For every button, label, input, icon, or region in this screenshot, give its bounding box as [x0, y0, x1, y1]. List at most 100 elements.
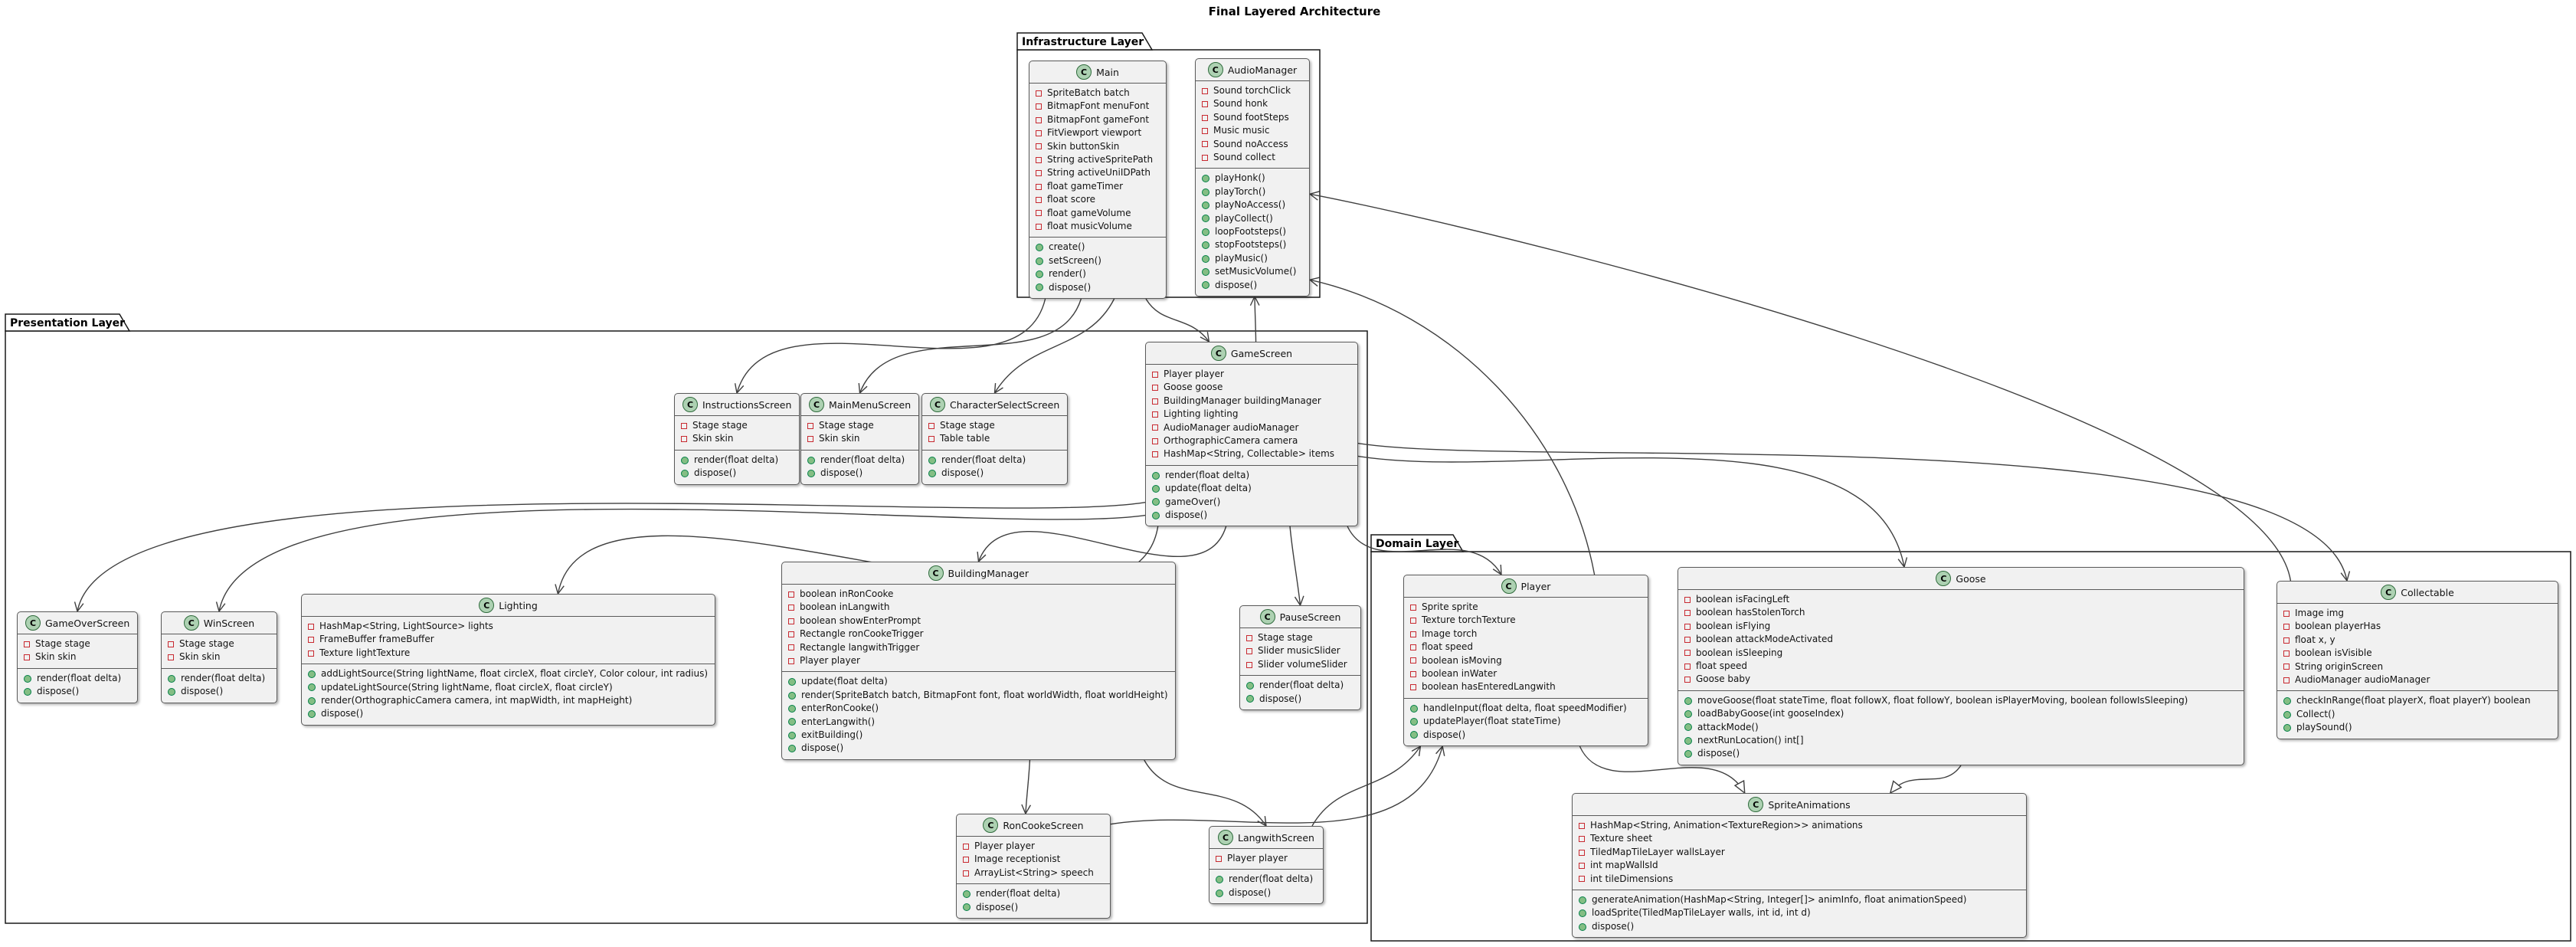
- private-field-icon: [963, 857, 969, 863]
- private-field-icon: [168, 641, 174, 647]
- member-text: String originScreen: [2295, 660, 2384, 672]
- private-field-icon: [963, 843, 969, 850]
- member-text: dispose(): [181, 686, 224, 697]
- attribute: Sprite sprite: [1410, 601, 1641, 614]
- member-text: dispose(): [1215, 279, 1258, 290]
- attribute: HashMap<String, Animation<TextureRegion>…: [1579, 819, 2019, 832]
- member-text: Image receptionist: [974, 854, 1061, 865]
- public-method-icon: [1410, 704, 1418, 713]
- private-field-icon: [681, 436, 687, 443]
- private-field-icon: [1202, 127, 1208, 134]
- method: moveGoose(float stateTime, float followX…: [1684, 694, 2237, 707]
- methods-compartment: render(float delta)dispose(): [922, 449, 1068, 484]
- member-text: boolean isFacingLeft: [1696, 594, 1790, 605]
- private-field-icon: [308, 623, 314, 630]
- attribute: ArrayList<String> speech: [963, 867, 1103, 880]
- methods-compartment: handleInput(float delta, float speedModi…: [1404, 697, 1648, 745]
- method: dispose(): [1036, 281, 1159, 294]
- method: dispose(): [168, 685, 270, 698]
- method: render(): [1036, 267, 1159, 280]
- private-field-icon: [1036, 129, 1042, 136]
- member-text: Goose goose: [1164, 382, 1223, 393]
- member-text: boolean showEnterPrompt: [800, 614, 921, 626]
- edge-Main-GameScreen: [1145, 298, 1210, 343]
- method: dispose(): [24, 685, 130, 698]
- class-name: MainMenuScreen: [829, 398, 912, 411]
- public-method-icon: [1152, 484, 1160, 493]
- public-method-icon: [1202, 175, 1209, 183]
- attribute: Rectangle ronCookeTrigger: [788, 628, 1168, 641]
- member-text: Skin skin: [179, 651, 221, 663]
- attribute: boolean hasStolenTorch: [1684, 606, 2237, 619]
- method: loopFootsteps(): [1202, 225, 1302, 238]
- public-method-icon: [807, 469, 815, 477]
- public-method-icon: [1152, 498, 1160, 506]
- method: addLightSource(String lightName, float c…: [308, 667, 708, 680]
- private-field-icon: [1036, 223, 1042, 230]
- method: updateLightSource(String lightName, floa…: [308, 681, 708, 694]
- method: dispose(): [308, 707, 708, 720]
- attribute: AudioManager audioManager: [1152, 421, 1350, 434]
- method: dispose(): [1152, 509, 1350, 522]
- method: update(float delta): [1152, 482, 1350, 495]
- public-method-icon: [168, 687, 175, 696]
- attribute: float musicVolume: [1036, 220, 1159, 233]
- attribute: Stage stage: [928, 419, 1060, 432]
- public-method-icon: [807, 456, 815, 464]
- member-text: dispose(): [820, 467, 863, 479]
- member-text: enterRonCooke(): [801, 703, 879, 714]
- class-name: GameOverScreen: [45, 617, 130, 629]
- methods-compartment: create()setScreen()render()dispose(): [1029, 237, 1166, 298]
- member-text: Skin skin: [819, 433, 860, 444]
- member-text: dispose(): [976, 901, 1019, 913]
- class-name: PauseScreen: [1279, 611, 1341, 623]
- attribute: int mapWallsId: [1579, 859, 2019, 872]
- class-stereotype-icon: C: [682, 397, 698, 412]
- member-text: updatePlayer(float stateTime): [1423, 716, 1561, 727]
- public-method-icon: [168, 674, 175, 683]
- class-name: InstructionsScreen: [702, 398, 792, 411]
- member-text: float x, y: [2295, 634, 2335, 645]
- method: render(float delta): [963, 887, 1103, 900]
- private-field-icon: [1410, 684, 1416, 691]
- private-field-icon: [2283, 650, 2290, 657]
- method: loadBabyGoose(int gooseIndex): [1684, 707, 2237, 720]
- member-text: AudioManager audioManager: [2295, 674, 2430, 686]
- member-text: loadBabyGoose(int gooseIndex): [1697, 708, 1844, 719]
- method: generateAnimation(HashMap<String, Intege…: [1579, 893, 2019, 906]
- attribute: Image img: [2283, 607, 2551, 620]
- member-text: update(float delta): [801, 676, 888, 687]
- method: render(float delta): [1216, 873, 1316, 886]
- private-field-icon: [1036, 90, 1042, 97]
- methods-compartment: render(float delta)dispose(): [18, 667, 138, 703]
- methods-compartment: generateAnimation(HashMap<String, Intege…: [1573, 890, 2026, 937]
- attributes-compartment: HashMap<String, Animation<TextureRegion>…: [1573, 816, 2026, 890]
- public-method-icon: [1202, 228, 1209, 236]
- attribute: SpriteBatch batch: [1036, 87, 1159, 100]
- attribute: boolean inRonCooke: [788, 588, 1168, 601]
- attribute: boolean isFacingLeft: [1684, 593, 2237, 606]
- class-stereotype-icon: C: [983, 818, 999, 833]
- class-stereotype-icon: C: [1218, 830, 1233, 845]
- attribute: boolean hasEnteredLangwith: [1410, 680, 1641, 693]
- attribute: float speed: [1410, 641, 1641, 654]
- member-text: Stage stage: [819, 420, 874, 431]
- member-text: float score: [1047, 194, 1096, 205]
- attribute: Sound torchClick: [1202, 84, 1302, 97]
- method: dispose(): [1579, 920, 2019, 933]
- class-stereotype-icon: C: [25, 615, 41, 631]
- member-text: float gameTimer: [1047, 180, 1124, 192]
- member-text: HashMap<String, Animation<TextureRegion>…: [1590, 820, 1863, 831]
- open-arrowhead-icon: [1308, 277, 1320, 287]
- method: Collect(): [2283, 708, 2551, 721]
- class-name: Goose: [1956, 572, 1986, 585]
- private-field-icon: [1152, 385, 1158, 392]
- member-text: Table table: [940, 433, 990, 444]
